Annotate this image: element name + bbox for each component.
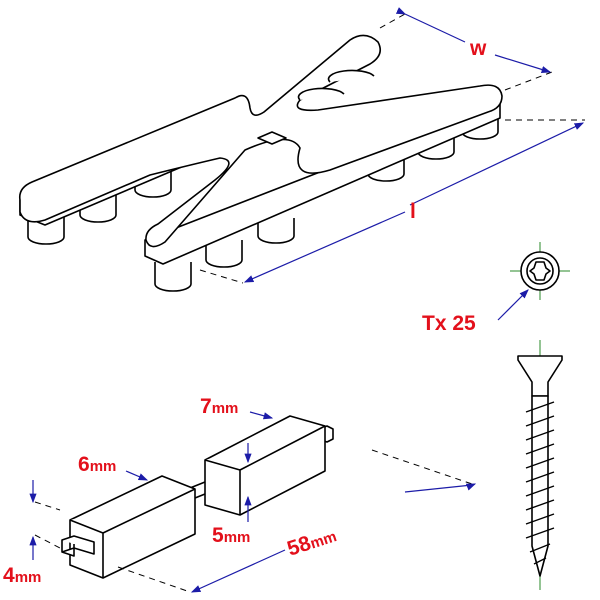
square-hole xyxy=(257,131,287,145)
wrench-tool xyxy=(18,34,503,292)
wrench-top-face xyxy=(18,34,503,248)
screw xyxy=(517,340,563,590)
block-left-edges xyxy=(69,488,196,578)
dim-7-label: 7mm xyxy=(200,395,238,418)
dim-6-label: 6mm xyxy=(78,453,116,476)
dim-7-unit: mm xyxy=(212,400,239,417)
connector-pin xyxy=(61,415,334,579)
block-right-edges xyxy=(204,425,326,515)
dim-4-number: 4 xyxy=(3,564,15,587)
dim-6-number: 6 xyxy=(78,453,90,476)
dim-4-label: 4mm xyxy=(3,564,41,587)
dim-58-unit: mm xyxy=(308,528,339,552)
dim-58-label: 58mm xyxy=(284,523,339,560)
screw-thread xyxy=(525,401,555,565)
torx-label: Tx 25 xyxy=(422,312,476,335)
width-dimension: w xyxy=(379,7,553,91)
dim-5-label: 5mm xyxy=(212,524,250,547)
length-dimension: l xyxy=(199,119,585,284)
length-label: l xyxy=(410,200,416,223)
dim-6-unit: mm xyxy=(90,458,117,475)
dim-4-unit: mm xyxy=(15,569,42,586)
dim-5-number: 5 xyxy=(212,524,224,547)
dim-7-number: 7 xyxy=(200,395,212,418)
torx-drive-icon: Tx 25 xyxy=(422,242,570,335)
arm-bump xyxy=(327,69,375,83)
screw-head xyxy=(517,355,563,397)
dim-5-unit: mm xyxy=(224,529,251,546)
width-label: w xyxy=(469,37,487,60)
arm-bump xyxy=(297,87,345,101)
pin-end-left xyxy=(61,535,95,557)
